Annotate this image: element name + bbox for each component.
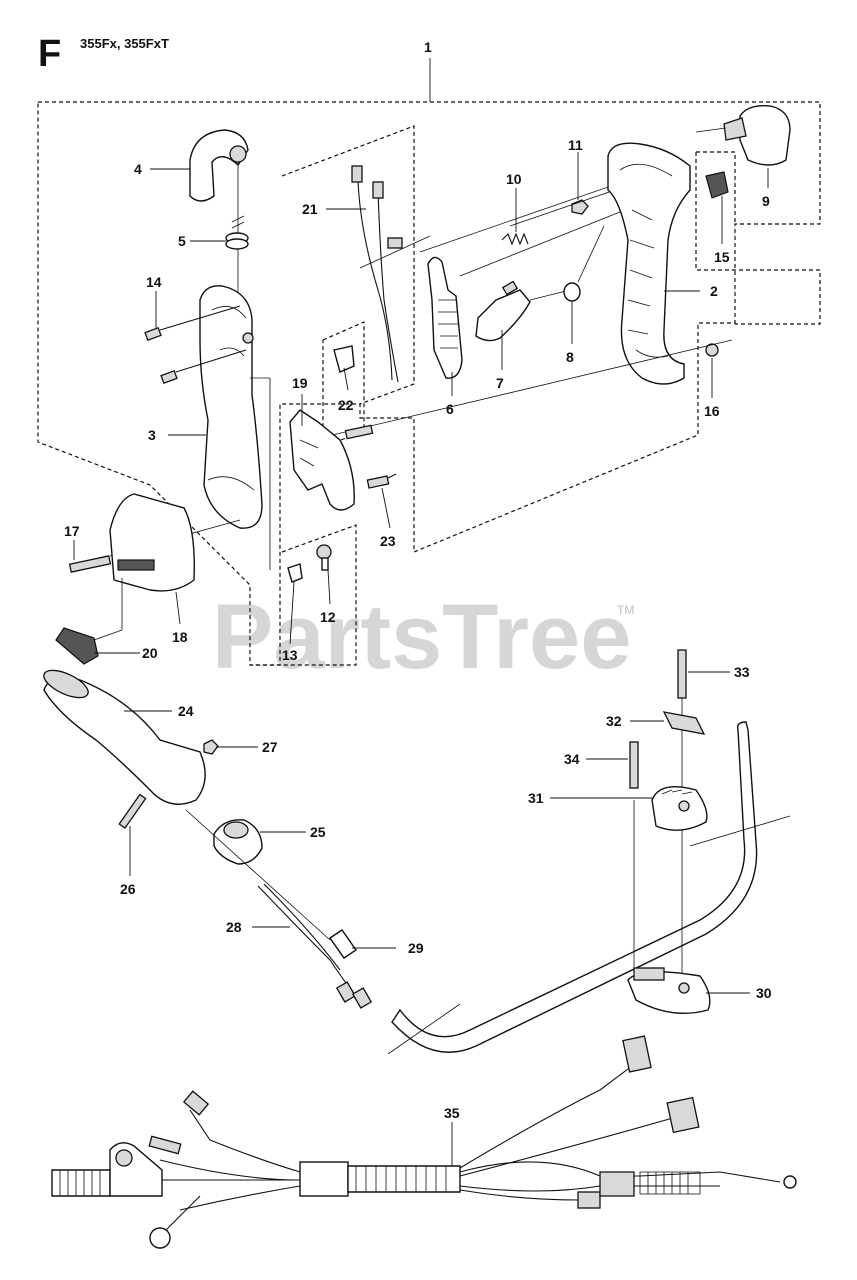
- callout-24: 24: [178, 703, 194, 719]
- part-15-switch: [705, 171, 729, 199]
- callout-29: 29: [408, 940, 424, 956]
- part-3-handle-half: [199, 285, 271, 570]
- leader-lines: [73, 152, 769, 1166]
- callout-3: 3: [148, 427, 156, 443]
- model-numbers: 355Fx, 355FxT: [80, 36, 169, 51]
- part-31-upper-clamp: [633, 786, 708, 980]
- callout-labels: 1 2 3 4 5 6 7 8 9 10 11 12 13 14 15 16 1…: [64, 39, 772, 1121]
- callout-22: 22: [338, 397, 354, 413]
- part-26-screw: [118, 793, 147, 829]
- callout-14: 14: [146, 274, 162, 290]
- callout-30: 30: [756, 985, 772, 1001]
- callout-21: 21: [302, 201, 318, 217]
- part-19-bracket: [289, 409, 374, 511]
- part-25-clamp: [185, 809, 331, 941]
- part-33-bolt: [677, 649, 687, 980]
- callout-11: 11: [568, 137, 583, 153]
- callout-12: 12: [320, 609, 336, 625]
- callout-27: 27: [262, 739, 278, 755]
- part-20-switch: [55, 627, 99, 665]
- callout-31: 31: [528, 790, 544, 806]
- part-32-nut-plate: [662, 711, 706, 735]
- callout-33: 33: [734, 664, 750, 680]
- part-27-nut: [203, 739, 219, 755]
- part-24-grip: [43, 669, 206, 805]
- callout-7: 7: [496, 375, 504, 391]
- callout-1: 1: [424, 39, 432, 55]
- callout-5: 5: [178, 233, 186, 249]
- callout-17: 17: [64, 523, 80, 539]
- callout-35: 35: [444, 1105, 460, 1121]
- callout-13: 13: [282, 647, 298, 663]
- callout-4: 4: [134, 161, 142, 177]
- part-13-clip: [287, 563, 303, 583]
- part-7-trigger: [475, 280, 571, 342]
- watermark-text: PartsTree: [212, 586, 631, 688]
- callout-20: 20: [142, 645, 158, 661]
- part-12-screw: [316, 544, 332, 571]
- callout-6: 6: [446, 401, 454, 417]
- part-14-screws: [144, 305, 247, 384]
- callout-2: 2: [710, 283, 718, 299]
- part-8-spring: [563, 225, 605, 302]
- section-letter: F: [38, 33, 61, 75]
- callout-25: 25: [310, 824, 326, 840]
- part-28-wire: [257, 883, 373, 1009]
- callout-34: 34: [564, 751, 580, 767]
- callout-8: 8: [566, 349, 574, 365]
- part-18-bottom-cover: [93, 493, 195, 641]
- callout-19: 19: [292, 375, 308, 391]
- part-5-spring: [225, 215, 249, 250]
- callout-26: 26: [120, 881, 136, 897]
- part-34-screw: [629, 741, 639, 789]
- callout-15: 15: [714, 249, 730, 265]
- handlebar-tube: [387, 721, 791, 1055]
- part-23-screw: [366, 473, 397, 489]
- part-35-harness: [51, 1035, 797, 1249]
- callout-18: 18: [172, 629, 188, 645]
- part-10-spring: [419, 175, 641, 253]
- callout-10: 10: [506, 171, 522, 187]
- part-6-lever: [427, 203, 641, 379]
- part-4-cap: [189, 129, 249, 310]
- callout-32: 32: [606, 713, 622, 729]
- callout-28: 28: [226, 919, 242, 935]
- part-30-lower-clamp: [627, 967, 711, 1015]
- part-2-handle-half: [607, 142, 691, 385]
- part-21-wire: [351, 165, 431, 383]
- part-16-nut: [319, 339, 733, 439]
- part-29-clip: [329, 929, 357, 959]
- part-9-cover: [695, 105, 791, 166]
- part-22-clip: [333, 345, 355, 373]
- watermark-trademark: TM: [617, 603, 634, 617]
- callout-23: 23: [380, 533, 396, 549]
- callout-16: 16: [704, 403, 720, 419]
- callout-9: 9: [762, 193, 770, 209]
